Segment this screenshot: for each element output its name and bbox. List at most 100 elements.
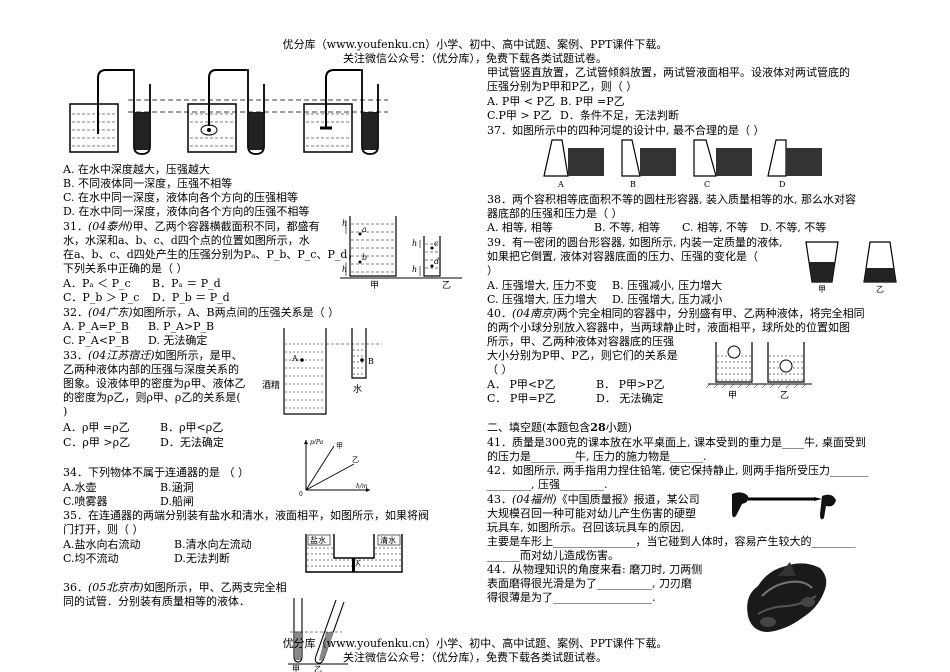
q39-figure: 甲 乙 [805, 241, 897, 294]
q37-label-b: B [630, 180, 636, 189]
q33-graph-origin: 0 [299, 491, 303, 498]
q32-question: 32．(04广东)如图所示，A、B两点间的压强关系是（ ） [63, 306, 340, 319]
q31-label-h3: h [412, 239, 417, 248]
q31-line-2: 水，水深和a、b、c、d四个点的位置如图所示，水 [63, 234, 310, 247]
q39-line-1: 39．有一密闭的圆台形容器, 如图所示, 内装一定质量的液体, [487, 236, 783, 249]
q34-question: 34．下列物体不属于连通器的是 （ ） [63, 466, 249, 479]
q40-option-a: A． P甲<P乙 [487, 378, 556, 391]
q43-line-3: 玩具车, 如图所示。召回该玩具车的原因, [487, 521, 685, 534]
q44-line-3: 得很薄是为了__________________. [487, 591, 656, 604]
q40-line-5: （ ） [487, 363, 513, 376]
q41-line-1: 41．质量是300克的课本放在水平桌面上, 课本受到的重力是____牛, 桌面受… [487, 436, 866, 449]
q39-label-yi: 乙 [876, 285, 884, 294]
q36-option-b: B. P甲 =P乙 [560, 95, 625, 108]
q38-option-c: C. 相等, 不等 [682, 221, 749, 234]
q32-option-c: C. P_A<P_B [63, 334, 130, 347]
option-prev-a: A. 在水中深度越大，压强越大 [63, 163, 210, 176]
q40-option-b: B． P甲>P乙 [596, 378, 665, 391]
q32-label-a: A [291, 354, 298, 363]
q32-label-b: B [368, 357, 374, 366]
q33-option-d: D．无法确定 [160, 436, 224, 449]
q31-option-a: A．Pₐ ＜ P_c [63, 277, 131, 290]
q40-line-1: 40．(04南京)两个完全相同的容器中，分别盛有甲、乙两种液体，将完全相同 [487, 307, 865, 320]
q36-cont-line-1: 甲试管竖直放置，乙试管倾斜放置，两试管液面相平。设液体对两试管底的 [487, 66, 850, 79]
pencil-fingers-figure [732, 492, 836, 520]
q31-option-d: D．P_b ＝ P_d [152, 291, 230, 304]
q33-line-5: ) [63, 405, 68, 418]
q37-label-d: D [779, 180, 785, 189]
q35-option-b: B.清水向左流动 [174, 538, 252, 551]
q44-line-1: 44．从物理知识的角度来看: 磨刀时, 刀两侧 [487, 563, 703, 576]
header-line-1: 优分库（www.youfenku.cn）小学、初中、高中试题、案例、PPT课件下… [282, 38, 668, 51]
q37-question: 37．如图所示中的四种河堤的设计中, 最不合理的是（ ） [487, 124, 765, 137]
q38-line-2: 器底部的压强和压力是（ ） [487, 207, 623, 220]
q39-label-jia: 甲 [818, 285, 826, 294]
q36-cont-line-2: 压强分别为P甲和P乙，则（ ） [487, 80, 638, 93]
q35-option-c: C.均不流动 [63, 552, 119, 565]
q36-option-c: C.P甲 > P乙 [487, 109, 552, 122]
q39-option-d: D. 压强增大, 压力减小 [612, 293, 723, 306]
q36-label-jia: 甲 [292, 665, 300, 672]
q31-label-h4: h [412, 265, 417, 274]
q36-line-1: 36．(05北京市)如图所示，甲、乙两支完全相 [63, 581, 287, 594]
q39-line-2: 如果把它倒置, 液体对容器底面的压力、压强的变化是（ [487, 250, 758, 263]
q36-option-a: A. P甲 < P乙 [487, 95, 555, 108]
footer-line-2: 关注微信公众号：（优分库），免费下载各类试题试卷。 [343, 651, 607, 664]
q35-figure: 盐水 清水 K [305, 534, 403, 573]
q36-figure: 甲 乙 [288, 598, 348, 672]
q33-graph-ylabel: p/Pa [310, 439, 324, 446]
q38-option-a: A. 相等, 相等 [487, 221, 553, 234]
q42-line-2: ________, 压强________. [487, 478, 608, 491]
q43-line-1: 43．(04福州)《中国质量报》报道，某公司 [487, 493, 700, 506]
option-prev-d: D. 在水中同一深度，液体向各个方向的压强不相等 [63, 205, 310, 218]
q31-label-jia: 甲 [370, 280, 379, 291]
q32-option-a: A. P_A=P_B [63, 320, 129, 333]
q40-line-4: 大小分别为P甲、P乙，则它们的关系是 [487, 349, 678, 362]
manometer-figure [69, 69, 388, 155]
q31-label-h1: h [342, 219, 347, 228]
q34-option-a: A.水壶 [63, 481, 97, 494]
q40-line-2: 的两个小球分别放入容器中，当两球静止时，液面相平，球所处的位置如图 [487, 321, 850, 334]
q41-line-2: 的压力是________牛, 压力的施力物是______. [487, 450, 707, 463]
q39-option-c: C. 压强增大, 压力增大 [487, 293, 598, 306]
q42-line-1: 42．如图所示, 两手指用力捏住铅笔, 使它保持静止, 则两手指所受压力____… [487, 464, 869, 477]
section-2-title: 二、填空题(本题包含28小题) [487, 421, 632, 434]
q32-option-b: B. P_A>P_B [148, 320, 215, 333]
q33-graph-xlabel: h/m [356, 483, 368, 490]
q33-line-2: 乙两种液体内部的压强与深度关系的 [63, 363, 239, 376]
q40-figure: 甲 乙 [705, 342, 812, 401]
q43-line-4: 主要是车形上_______________，当它碰到人体时，容易产生较大的___… [487, 535, 856, 548]
q37-figure: A B C D [543, 139, 822, 189]
q40-label-jia: 甲 [728, 390, 737, 401]
option-prev-c: C. 在水中同一深度，液体向各个方向的压强相等 [63, 191, 299, 204]
q35-option-a: A.盐水向右流动 [63, 538, 141, 551]
q34-option-b: B.涵洞 [160, 481, 194, 494]
q43-line-2: 大规模召回一种可能对幼儿产生伤害的硬塑 [487, 507, 696, 520]
q44-line-2: 表面磨得很光滑是为了__________, 刀刃磨 [487, 577, 692, 590]
q39-line-3: ） [487, 264, 498, 277]
q31-label-yi: 乙 [442, 280, 451, 291]
q31-label-b: b [362, 253, 367, 262]
q36-line-2: 同的试管．分别装有质量相等的液体． [63, 595, 250, 608]
q32-figure: A B 酒精 水 [262, 328, 382, 415]
q31-figure: h h a b h h c d 甲 乙 [340, 216, 462, 291]
q37-label-a: A [557, 180, 564, 189]
q38-option-b: B. 不等, 相等 [594, 221, 661, 234]
q40-label-yi: 乙 [780, 390, 789, 401]
q31-label-h2: h [342, 265, 347, 274]
q35-line-2: 门打开，则（ ） [63, 523, 144, 536]
q38-line-1: 38．两个容积相等底面积不等的圆柱形容器, 装入质量相等的水, 那么水对容 [487, 193, 856, 206]
q35-line-1: 35．在连通器的两端分别装有盐水和清水，液面相平，如图所示，如果将阀 [63, 509, 429, 522]
q33-option-c: C．ρ甲 >ρ乙 [63, 436, 131, 449]
q31-option-c: C．P_b ＞ P_c [63, 291, 140, 304]
q39-option-b: B. 压强减小, 压力增大 [612, 279, 723, 292]
q40-option-c: C． P甲=P乙 [487, 392, 556, 405]
q36-option-d: D．条件不足，无法判断 [560, 109, 679, 122]
q32-label-alcohol: 酒精 [262, 379, 280, 391]
q34-option-c: C.喷雾器 [63, 495, 108, 508]
q33-graph-jia: 甲 [336, 442, 343, 450]
q32-option-d: D. 无法确定 [148, 334, 208, 347]
q40-line-3: 所示，甲、乙两种液体对容器底的压强 [487, 335, 674, 348]
q31-option-b: B．Pₐ ＝ P_d [152, 277, 221, 290]
toy-car-figure [747, 562, 827, 632]
